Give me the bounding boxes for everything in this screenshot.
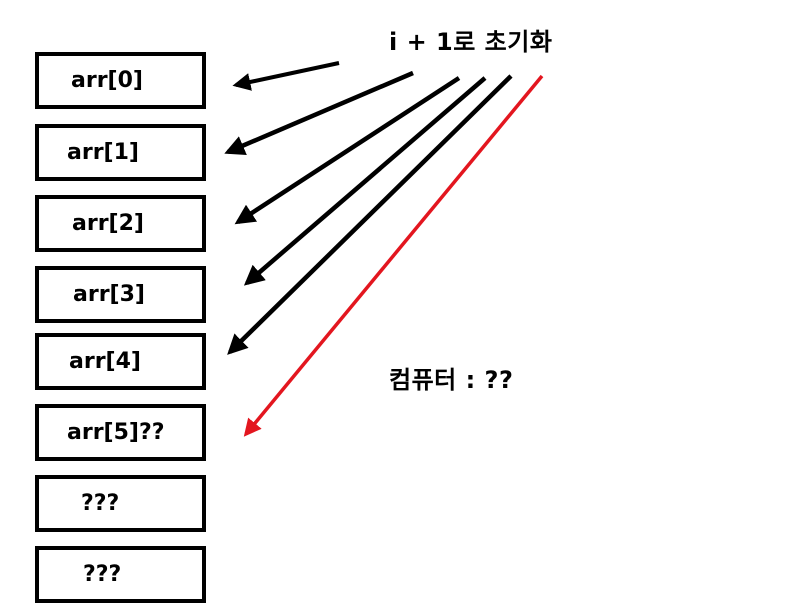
arrow-to-arr5-overflow xyxy=(243,74,544,437)
array-cell-7: ??? xyxy=(35,546,206,603)
array-cell-2: arr[2] xyxy=(35,195,206,252)
arrow-to-arr1 xyxy=(224,70,414,155)
computer-annotation: 컴퓨터 : ?? xyxy=(389,366,514,394)
array-cell-label: arr[4] xyxy=(69,349,141,374)
init-annotation: i + 1로 초기화 xyxy=(389,28,553,56)
arrow-to-arr4 xyxy=(227,74,513,355)
array-cell-label: arr[0] xyxy=(71,68,143,93)
array-cell-label: arr[3] xyxy=(73,282,145,307)
array-cell-label: ??? xyxy=(81,491,120,516)
array-cell-label: ??? xyxy=(83,562,122,587)
array-cell-5: arr[5]?? xyxy=(35,404,206,461)
array-cell-0: arr[0] xyxy=(35,52,206,109)
array-cell-1: arr[1] xyxy=(35,124,206,181)
array-cell-label: arr[1] xyxy=(67,140,139,165)
array-cell-3: arr[3] xyxy=(35,266,206,323)
arrow-to-arr2 xyxy=(234,76,461,225)
arrow-to-arr3 xyxy=(243,76,487,286)
array-cell-label: arr[2] xyxy=(72,211,144,236)
array-cell-6: ??? xyxy=(35,475,206,532)
arrow-to-arr0 xyxy=(232,61,340,91)
array-cell-label: arr[5]?? xyxy=(67,420,165,445)
array-cell-4: arr[4] xyxy=(35,333,206,390)
